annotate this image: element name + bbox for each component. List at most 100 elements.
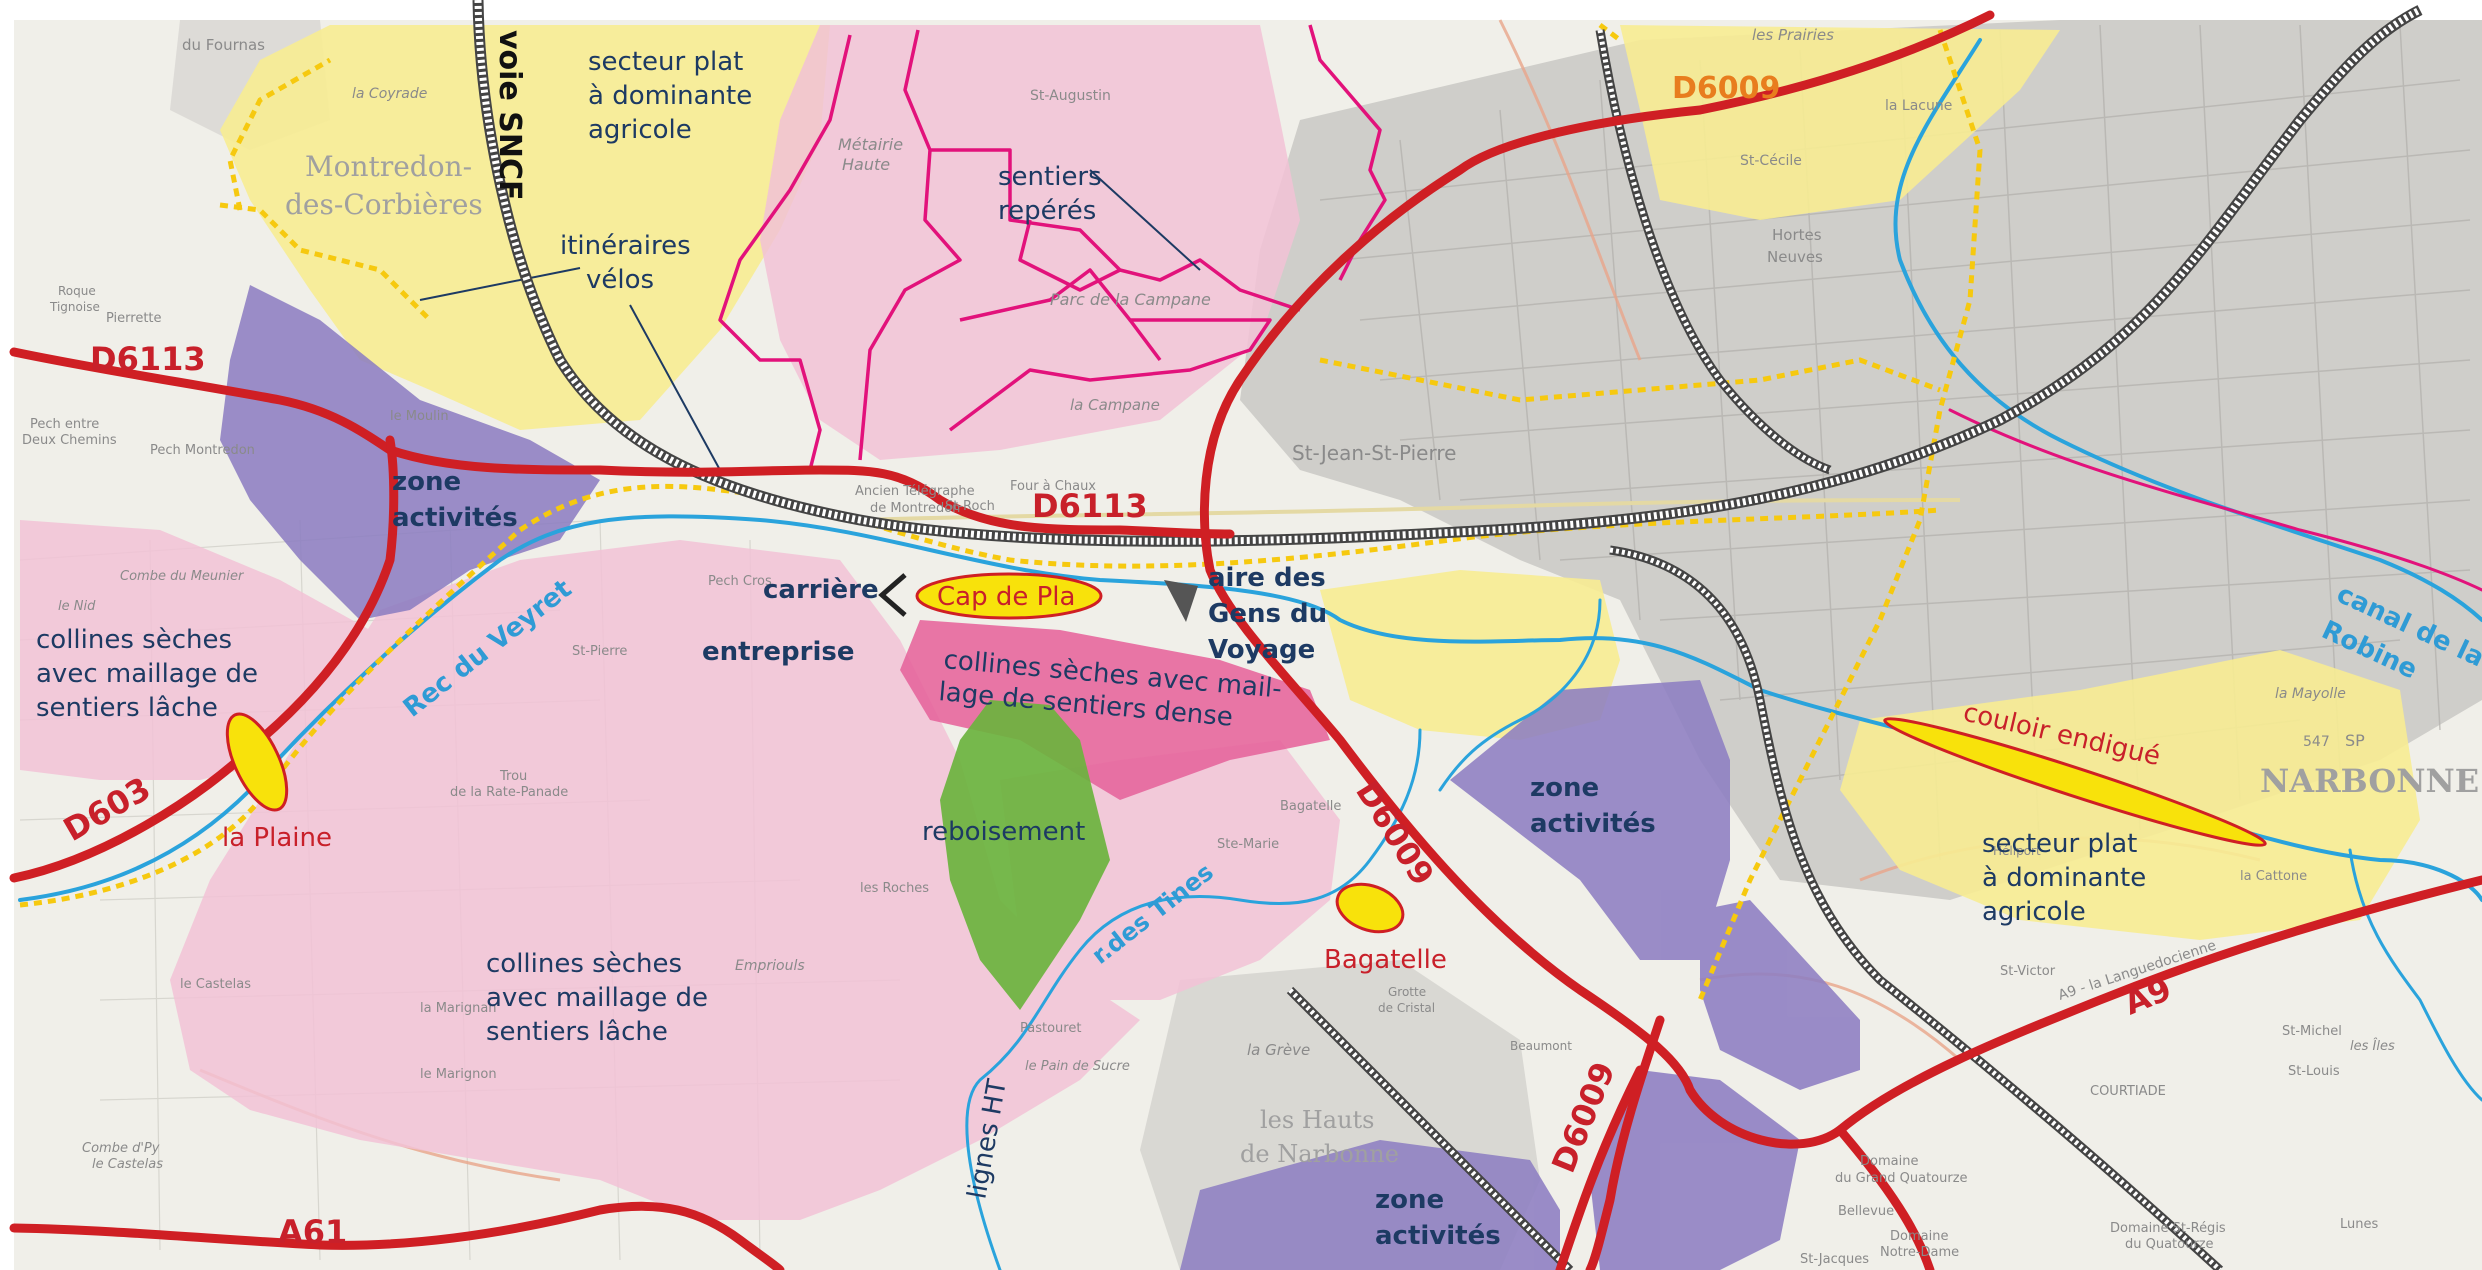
marked-trails: [718, 24, 1387, 471]
road-d6009-sw: [1555, 1065, 1645, 1270]
activity-zone-east: [1450, 680, 1730, 960]
activity-zone-east-2: [1700, 900, 1860, 1090]
place-st-michel: St-Michel: [2282, 1024, 2342, 1039]
place-pastouret: Pastouret: [1020, 1021, 1081, 1036]
place-st-jean: St-Jean-St-Pierre: [1292, 441, 1456, 465]
label-travellers-2: Gens du: [1208, 599, 1327, 629]
place-telegraphe-2: de Montredon: [870, 501, 960, 516]
label-hills-south-1: collines sèches: [486, 949, 682, 979]
place-metairie-1: Métairie: [838, 135, 903, 154]
place-heliport: Héliport: [1993, 844, 2041, 858]
place-lunes: Lunes: [2340, 1217, 2378, 1232]
label-activities-s-2: activités: [1375, 1221, 1501, 1251]
place-beaumont: Beaumont: [1510, 1039, 1572, 1053]
points-of-interest: [225, 572, 2267, 934]
label-paths-2: repérés: [998, 196, 1096, 226]
place-combe-py-1: Combe d'Py: [82, 1141, 160, 1156]
svg-text:des-Corbières: des-Corbières: [285, 188, 483, 221]
label-agri-nw-2: à dominante: [588, 81, 752, 111]
label-agri-se-1: secteur plat: [1982, 829, 2137, 859]
place-hortes-1: Hortes: [1772, 226, 1822, 244]
place-four-1: Four à Chaux: [1010, 479, 1096, 494]
label-travellers-3: Voyage: [1208, 635, 1315, 665]
place-du-fournas: du Fournas: [182, 36, 265, 54]
quarry-symbol: [878, 573, 907, 617]
place-st-pierre: St-Pierre: [572, 644, 627, 659]
place-le-castelas: le Castelas: [180, 977, 251, 992]
agri-zone-ne: [1620, 25, 2060, 220]
place-bagatelle-base: Bagatelle: [1280, 799, 1341, 814]
dry-hills-dense: [900, 620, 1330, 800]
label-bike-1: itinéraires: [560, 231, 691, 261]
city-street-grid: [1319, 24, 2471, 861]
place-pain-sucre: le Pain de Sucre: [1025, 1059, 1130, 1074]
road-d6113: [9, 347, 1235, 539]
place-la-mayolle: la Mayolle: [2275, 686, 2346, 702]
place-combe-meunier: Combe du Meunier: [120, 569, 245, 584]
label-agri-se-3: agricole: [1982, 897, 2086, 927]
reforestation-zone: [940, 700, 1110, 1010]
label-paths-1: sentiers: [998, 162, 1102, 192]
place-hortes-2: Neuves: [1767, 248, 1823, 266]
place-grotte-1: Grotte: [1388, 985, 1426, 999]
place-pierrette: Pierrette: [106, 311, 162, 326]
left-margin: [0, 0, 14, 1270]
place-combe-py-2: le Castelas: [92, 1157, 163, 1172]
place-st-cecile: St-Cécile: [1740, 153, 1802, 169]
label-la-plaine: la Plaine: [222, 823, 332, 853]
place-les-roches: les Roches: [860, 881, 929, 896]
label-hills-south-3: sentiers lâche: [486, 1017, 668, 1047]
place-spot-height: 547: [2303, 734, 2330, 750]
tributary-1: [1438, 598, 1602, 792]
label-activities-s-1: zone: [1375, 1185, 1444, 1215]
agri-zone-center: [1320, 570, 1620, 740]
zone-labels-bold: zone activités zone activités zone activ…: [392, 467, 1656, 1251]
label-cap-de-pla: Cap de Pla: [937, 582, 1075, 612]
place-trou-2: de la Rate-Panade: [450, 785, 568, 800]
place-domaine-sr-2: du Quatourze: [2125, 1237, 2214, 1252]
place-pech-entre-1: Pech entre: [30, 417, 99, 432]
label-agri-se-2: à dominante: [1982, 863, 2146, 893]
place-bellevue: Bellevue: [1838, 1204, 1894, 1219]
label-d6113-west: D6113: [90, 340, 206, 378]
couloir-endigue-ellipse: [1883, 717, 2267, 847]
place-parc: Parc de la Campane: [1050, 290, 1211, 309]
label-activities-w-1: zone: [392, 467, 461, 497]
place-le-nid: le Nid: [58, 599, 96, 614]
activity-zone-south-1: [1590, 1070, 1800, 1270]
label-quarry: carrière: [763, 575, 879, 605]
label-company: entreprise: [702, 637, 854, 667]
label-activities-e-2: activités: [1530, 809, 1656, 839]
place-st-louis: St-Louis: [2288, 1064, 2340, 1079]
railways: [472, 0, 2423, 1270]
place-le-marignon: le Marignon: [420, 1067, 497, 1082]
label-activities-e-1: zone: [1530, 773, 1599, 803]
place-empriouls: Empriouls: [735, 958, 805, 974]
place-grotte-2: de Cristal: [1378, 1001, 1435, 1015]
place-la-campane: la Campane: [1070, 396, 1160, 414]
robine-magenta: [1948, 408, 2482, 592]
label-hills-west-2: avec maillage de: [36, 659, 258, 689]
place-roque-2: Tignoise: [49, 300, 100, 314]
label-voie-sncf: voie SNCF: [492, 30, 527, 200]
road-d603: [9, 435, 399, 883]
top-margin: [0, 0, 2482, 20]
point-la-plaine: [225, 712, 289, 812]
road-a9: [1835, 1125, 1935, 1270]
place-narbonne: NARBONNE: [2260, 762, 2479, 800]
label-bagatelle: Bagatelle: [1324, 945, 1447, 975]
place-montredon-1: Montredon-: [305, 150, 472, 183]
travellers-area-symbol: [1164, 580, 1198, 622]
place-ste-marie: Ste-Marie: [1217, 837, 1279, 852]
place-montredon-2: des-Corbières: [285, 188, 483, 221]
road-d6009: [1199, 10, 2482, 1149]
place-pech-entre-2: Deux Chemins: [22, 433, 117, 448]
place-domaine-sr-1: Domaine St-Régis: [2110, 1221, 2226, 1236]
activity-zone-south-2: [1180, 1140, 1560, 1270]
place-les-iles: les Îles: [2350, 1038, 2395, 1054]
road-d6009-south: [1585, 1015, 1665, 1270]
hills-north: [760, 25, 1300, 460]
agri-zone-nw: [220, 25, 830, 430]
label-hills-south-2: avec maillage de: [486, 983, 708, 1013]
